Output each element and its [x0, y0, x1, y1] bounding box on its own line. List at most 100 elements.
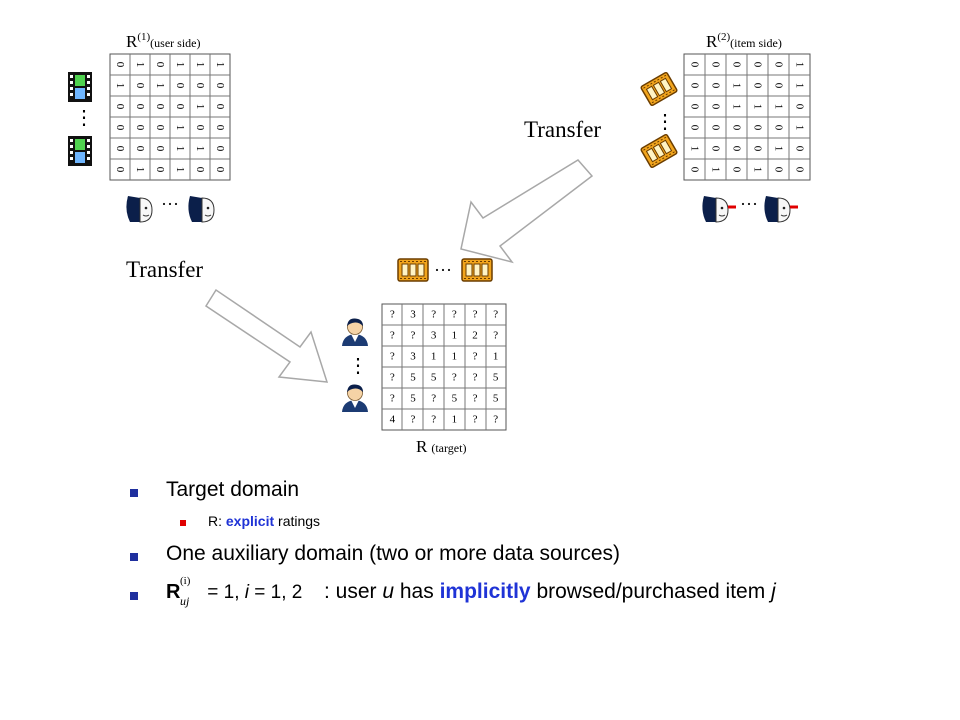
matrix-cell: 0 — [689, 83, 701, 89]
matrix-cell: 0 — [214, 125, 226, 131]
matrix-cell: 1 — [752, 167, 764, 173]
matrix-cell: 1 — [431, 351, 437, 363]
user-icon — [341, 383, 369, 413]
matrix-cell: 2 — [472, 330, 478, 342]
matrix-cell: 1 — [731, 104, 743, 110]
matrix-cell: ? — [411, 330, 416, 342]
user-with-red-mark-icon — [701, 195, 729, 223]
bullet-sub-ratings: R: explicit ratings — [130, 513, 930, 542]
matrix-cell: 0 — [773, 83, 785, 89]
matrix-cell: 0 — [710, 146, 722, 152]
matrix-cell: 1 — [134, 62, 146, 68]
matrix-cell: 0 — [752, 62, 764, 68]
matrix-cell: 0 — [773, 62, 785, 68]
film-reel-icon — [461, 258, 493, 282]
user-side-label: R(1)(user side) — [126, 31, 201, 51]
vertical-ellipsis: ⋮ — [655, 111, 675, 133]
matrix-cell: 0 — [134, 104, 146, 110]
ellipsis: ··· — [434, 260, 452, 280]
matrix-cell: 0 — [710, 104, 722, 110]
matrix-cell: 0 — [214, 146, 226, 152]
matrix-cell: 0 — [752, 125, 764, 131]
matrix-cell: ? — [411, 414, 416, 426]
matrix-cell: 1 — [794, 62, 806, 68]
sub-bullet-text: R: explicit ratings — [208, 513, 321, 529]
matrix-cell: 1 — [174, 125, 186, 131]
matrix-cell: 1 — [794, 83, 806, 89]
matrix-cell: 0 — [794, 167, 806, 173]
matrix-cell: 0 — [134, 146, 146, 152]
matrix-cell: 0 — [710, 83, 722, 89]
matrix-cell: 0 — [710, 125, 722, 131]
matrix-cell: ? — [390, 393, 395, 405]
bullet-square — [130, 592, 138, 600]
matrix-cell: 0 — [134, 83, 146, 89]
matrix-cell: ? — [431, 414, 436, 426]
film-strip-icon — [68, 136, 92, 166]
matrix-cell: 1 — [794, 125, 806, 131]
matrix-cell: 3 — [431, 330, 437, 342]
matrix-cell: 0 — [752, 83, 764, 89]
matrix-cell: ? — [473, 414, 478, 426]
vertical-ellipsis: ⋮ — [74, 107, 94, 129]
matrix-cell: ? — [390, 330, 395, 342]
target-label: R(target) — [416, 437, 466, 456]
film-reel-icon — [639, 71, 679, 107]
matrix-cell: 0 — [214, 167, 226, 173]
matrix-cell: 1 — [452, 414, 458, 426]
matrix-cell: 0 — [194, 83, 206, 89]
matrix-cell: 0 — [154, 167, 166, 173]
item-side-label: R(2)(item side) — [706, 31, 782, 51]
matrix-cell: 1 — [452, 351, 458, 363]
transfer-label-right: Transfer — [524, 117, 601, 142]
bullet-implicit-feedback: R (i) uj = 1, i = 1, 2 : user u has impl… — [130, 575, 930, 616]
bullet-list: Target domain R: explicit ratings One au… — [130, 478, 930, 616]
matrix-cell: 0 — [214, 83, 226, 89]
user-profile-icon — [125, 195, 153, 223]
matrix-cell: 0 — [154, 125, 166, 131]
user-profile-icon — [187, 195, 215, 223]
matrix-cell: ? — [473, 309, 478, 321]
matrix-cell: 0 — [174, 104, 186, 110]
matrix-cell: 1 — [752, 104, 764, 110]
matrix-cell: 5 — [452, 393, 458, 405]
matrix-cell: 1 — [773, 104, 785, 110]
user-icon — [341, 317, 369, 347]
matrix-cell: 0 — [773, 125, 785, 131]
matrix-cell: 0 — [689, 125, 701, 131]
user-with-red-mark-icon — [763, 195, 791, 223]
matrix-cell: 0 — [114, 125, 126, 131]
matrix-cell: 5 — [410, 393, 416, 405]
matrix-cell: 0 — [731, 125, 743, 131]
bullet-auxiliary-domain: One auxiliary domain (two or more data s… — [130, 542, 930, 580]
bullet-text: One auxiliary domain (two or more data s… — [166, 542, 621, 565]
matrix-cell: 3 — [410, 351, 416, 363]
matrix-cell: 0 — [710, 62, 722, 68]
matrix-cell: 1 — [194, 146, 206, 152]
matrix-cell: 1 — [452, 330, 458, 342]
matrix-cell: 3 — [410, 309, 416, 321]
matrix-cell: 1 — [689, 146, 701, 152]
matrix-cell: 5 — [410, 372, 416, 384]
matrix-cell: 5 — [431, 372, 437, 384]
formula: R (i) uj = 1, i = 1, 2 — [166, 575, 303, 608]
transfer-label-left: Transfer — [126, 257, 203, 282]
transfer-arrow-icon — [460, 159, 594, 264]
matrix-cell: 0 — [114, 167, 126, 173]
matrix-cell: 1 — [214, 62, 226, 68]
matrix-cell: 4 — [390, 414, 396, 426]
matrix-cell: ? — [431, 393, 436, 405]
matrix-cell: ? — [390, 351, 395, 363]
matrix-cell: 0 — [731, 146, 743, 152]
bullet-text: : user u has implicitly browsed/purchase… — [324, 580, 776, 603]
matrix-cell: 0 — [752, 146, 764, 152]
matrix-cell: 1 — [174, 167, 186, 173]
matrix-cell: 0 — [154, 146, 166, 152]
matrix-cell: 1 — [493, 351, 499, 363]
matrix-cell: 1 — [773, 146, 785, 152]
matrix-cell: ? — [390, 309, 395, 321]
matrix-cell: ? — [473, 351, 478, 363]
matrix-cell: 0 — [689, 167, 701, 173]
